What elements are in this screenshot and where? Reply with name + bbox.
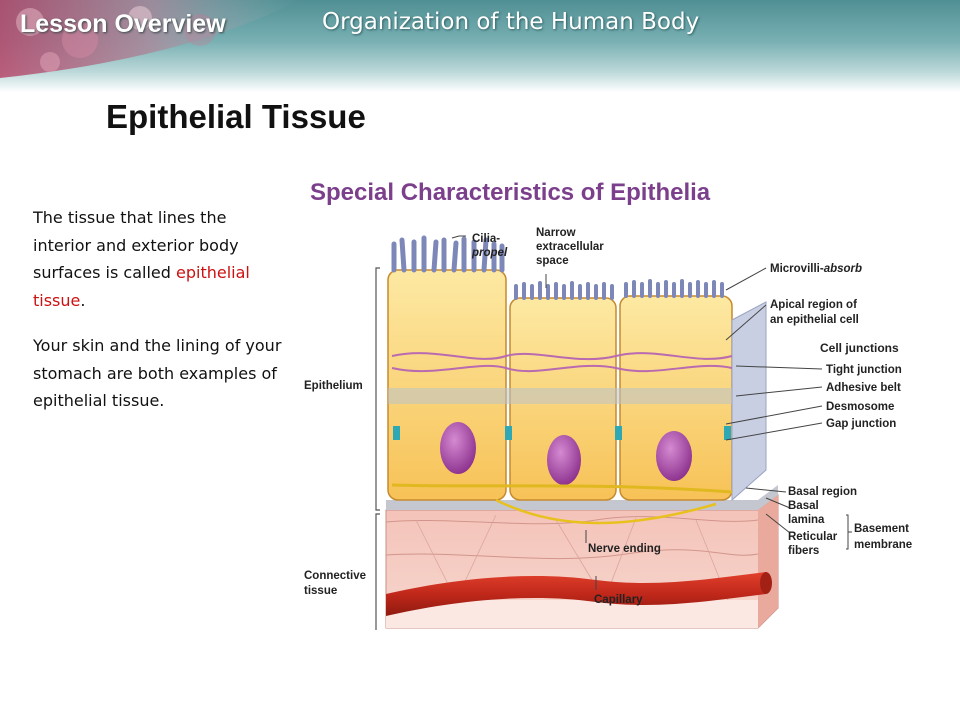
basement-membrane-strip [386,485,778,510]
label-microvilli-sub: absorb [824,263,862,275]
label-desmosome: Desmosome [826,401,894,413]
banner-decoration [0,0,300,78]
label-gap-junction: Gap junction [826,418,896,430]
label-adhesive-belt: Adhesive belt [826,382,901,394]
label-connective-2: tissue [304,585,337,597]
body-text: The tissue that lines the interior and e… [33,204,283,433]
label-basement-1: Basement [854,523,909,535]
label-basal-lamina-2: lamina [788,514,825,526]
label-narrow-2: extracellular [536,241,604,253]
connective-tissue-block [385,494,779,629]
highlight-term: epithelial tissue [33,263,250,310]
label-basal-lamina-1: Basal [788,500,819,512]
label-reticular-2: fibers [788,545,819,557]
epithelia-figure: Special Characteristics of Epithelia [304,179,912,630]
label-cell-junctions: Cell junctions [820,341,899,355]
label-apical-1: Apical region of [770,299,857,311]
topic-title: Organization of the Human Body [322,9,700,35]
header-banner: Lesson Overview Organization of the Huma… [0,0,960,92]
leader-lines [451,235,852,590]
paragraph-definition-end: . [80,290,86,310]
label-reticular-1: Reticular [788,531,838,543]
label-basement-2: membrane [854,539,912,551]
label-nerve-ending: Nerve ending [588,543,661,555]
paragraph-examples: Your skin and the lining of your stomach… [33,336,282,410]
connective-bracket [375,513,380,630]
label-basal-region: Basal region [788,486,857,498]
label-capillary: Capillary [594,594,643,606]
label-apical-2: an epithelial cell [770,314,859,326]
figure-title: Special Characteristics of Epithelia [310,179,711,206]
slide-title: Epithelial Tissue [106,98,366,135]
label-microvilli-main: Microvilli- [770,263,824,275]
label-cilia-sub: propel [471,247,508,259]
lesson-overview-label: Lesson Overview [20,10,226,38]
capillary-vessel [386,572,772,616]
label-tight-junction: Tight junction [826,364,902,376]
label-cilia: Cilia- [472,233,500,245]
label-microvilli: Microvilli-absorb [770,263,862,275]
epithelial-cells [387,235,767,525]
paragraph-definition-text: The tissue that lines the interior and e… [33,208,239,282]
epithelium-bracket [375,267,380,511]
label-epithelium: Epithelium [304,380,363,392]
label-narrow-3: space [536,255,569,267]
paragraph-definition: The tissue that lines the interior and e… [33,204,283,314]
label-connective-1: Connective [304,570,366,582]
label-narrow-1: Narrow [536,227,576,239]
